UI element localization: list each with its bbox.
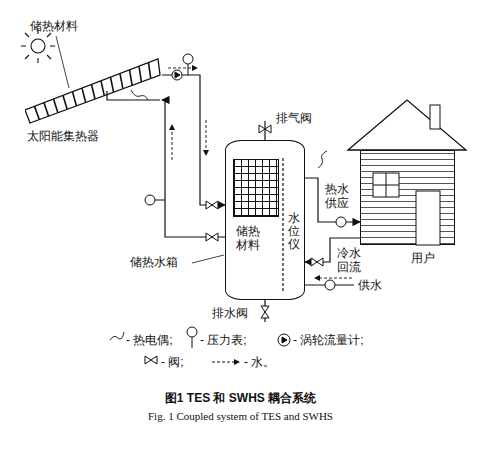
arrow-head bbox=[169, 124, 175, 130]
pipe-connector bbox=[305, 178, 360, 222]
thermocouple-symbol bbox=[318, 151, 327, 168]
gauge-stem bbox=[192, 336, 193, 348]
valve-symbol bbox=[145, 356, 157, 364]
leader-line bbox=[56, 36, 69, 88]
arrow-head bbox=[192, 65, 198, 71]
door bbox=[416, 191, 440, 245]
collector-tube bbox=[44, 103, 49, 116]
flow-arrow bbox=[206, 120, 207, 150]
flowmeter-mark bbox=[282, 337, 287, 343]
legend-text: - 热电偶; bbox=[126, 333, 173, 347]
node-label: 储热材料 bbox=[236, 224, 261, 253]
window-frame bbox=[373, 173, 399, 197]
level-tube bbox=[282, 158, 283, 292]
collector-tube bbox=[130, 70, 133, 85]
pressure-gauge-symbol bbox=[145, 195, 155, 205]
figure-caption: Fig. 1 Coupled system of TES and SWHS bbox=[0, 410, 481, 422]
valve-symbol bbox=[206, 233, 218, 241]
arrow-head bbox=[314, 275, 320, 281]
collector-tube bbox=[111, 77, 114, 92]
gauge-stem bbox=[155, 200, 165, 201]
figure-title: 图1 TES 和 SWHS 耦合系统 bbox=[0, 390, 481, 407]
valve-symbol bbox=[206, 201, 218, 209]
house-roof bbox=[348, 100, 466, 150]
sun-symbol bbox=[21, 29, 55, 63]
pipe-label: 供水 bbox=[358, 278, 382, 292]
gauge-stem bbox=[188, 64, 189, 75]
node-outline bbox=[361, 151, 456, 246]
chimney bbox=[430, 105, 440, 129]
valve-label: 排水阀 bbox=[212, 306, 248, 320]
pipe-connector bbox=[162, 100, 225, 237]
flowmeter-mark bbox=[175, 72, 180, 78]
node-label: 储热水箱 bbox=[130, 255, 178, 269]
flow-arrow bbox=[172, 130, 173, 160]
collector-tube bbox=[139, 66, 141, 82]
user-house: 用户 bbox=[360, 150, 455, 245]
collector-tube bbox=[92, 85, 96, 100]
pipe-connector bbox=[162, 75, 225, 205]
valve-symbol bbox=[311, 258, 323, 266]
pressure-gauge-symbol bbox=[183, 54, 193, 64]
thermocouple-symbol bbox=[110, 332, 124, 340]
legend-text: - 水。 bbox=[244, 355, 275, 369]
valve-label: 排气阀 bbox=[276, 111, 312, 125]
storage-tank: 储热材料水位仪储热水箱 bbox=[225, 140, 305, 300]
node-label: 用户 bbox=[411, 251, 435, 265]
collector-tube bbox=[73, 92, 77, 106]
water-sample bbox=[212, 362, 234, 363]
flowmeter-symbol bbox=[325, 280, 335, 290]
arrow-head bbox=[234, 359, 240, 365]
node-label: 水位仪 bbox=[288, 212, 300, 252]
pressure-gauge-symbol bbox=[187, 327, 197, 337]
flowmeter-symbol bbox=[278, 334, 290, 346]
thermocouple-symbol bbox=[131, 90, 148, 100]
flow-arrow-heads bbox=[169, 65, 320, 281]
water-flow-arrows bbox=[168, 68, 352, 278]
collector-tube bbox=[120, 74, 123, 89]
valve-symbol bbox=[259, 125, 271, 133]
collector-tube bbox=[63, 95, 67, 109]
valve-symbol bbox=[261, 306, 269, 318]
collector-tube bbox=[82, 88, 86, 102]
vent-pipe bbox=[264, 121, 265, 140]
collector-tube bbox=[149, 63, 151, 79]
collector-tube bbox=[101, 81, 104, 96]
leader-line bbox=[192, 255, 224, 263]
legend-text: - 涡轮流量计; bbox=[293, 333, 364, 347]
node-label: 太阳能集热器 bbox=[27, 129, 99, 143]
arrow-head bbox=[203, 150, 209, 156]
storage-material: 储热材料 bbox=[233, 159, 279, 217]
sun bbox=[31, 39, 45, 53]
level-gauge: 水位仪 bbox=[286, 211, 302, 254]
legend-text: - 压力表; bbox=[200, 333, 247, 347]
legend-text: - 阀; bbox=[161, 355, 184, 369]
return-stub bbox=[107, 91, 160, 100]
flowmeter-symbol bbox=[336, 217, 346, 227]
part-label: 储热材料 bbox=[30, 19, 78, 33]
edge-label: 冷水回流 bbox=[336, 246, 363, 275]
flowmeter-symbol bbox=[172, 70, 182, 80]
edge-label: 热水供应 bbox=[324, 182, 351, 211]
solar-collector: 太阳能集热器 bbox=[25, 55, 162, 150]
window bbox=[373, 173, 399, 197]
flow-arrow bbox=[320, 278, 352, 279]
sun-rays bbox=[21, 29, 55, 63]
collector-tube bbox=[54, 99, 58, 113]
collector-panel bbox=[25, 59, 160, 123]
collector-tube bbox=[35, 106, 40, 119]
